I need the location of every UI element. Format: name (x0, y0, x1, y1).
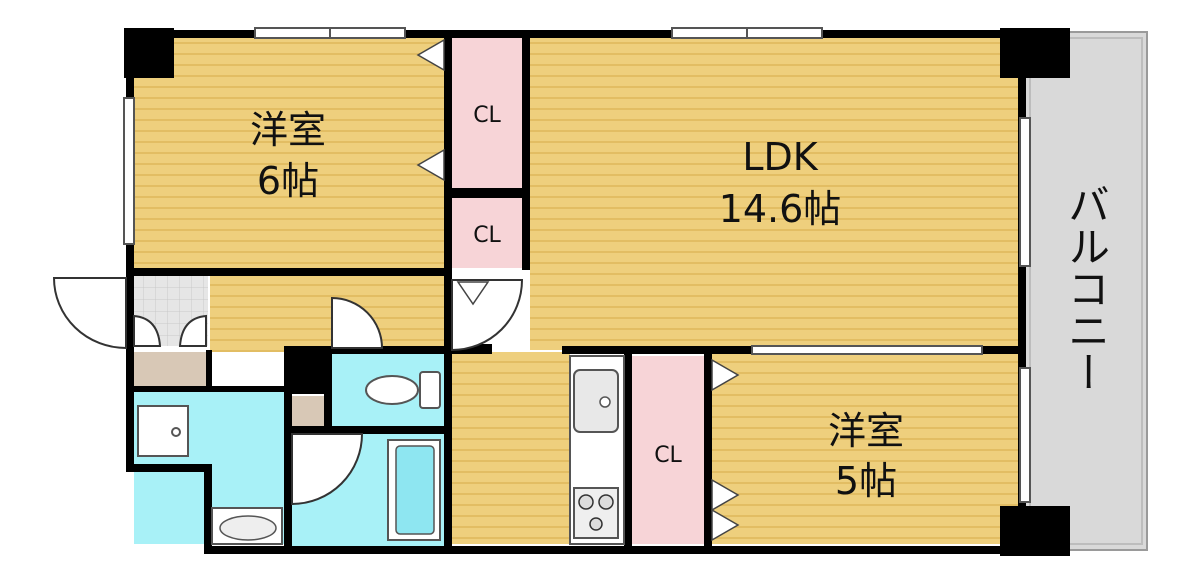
closet-2-fill (452, 198, 522, 268)
closet-3-fill (632, 356, 704, 544)
washing-machine (137, 405, 189, 457)
kitchen-counter (569, 355, 625, 545)
closet-1-label: CL (473, 103, 501, 128)
utility-box (290, 396, 324, 428)
balcony-area (1024, 31, 1148, 551)
wash-basin (211, 507, 283, 545)
shoe-cabinet (134, 352, 206, 386)
ldk-name: LDK (742, 135, 818, 179)
western-room-6-floor (134, 38, 444, 268)
closet-1-fill (452, 38, 522, 188)
doors (52, 277, 524, 506)
western-room-5-size: 5帖 (835, 459, 897, 503)
kitchen-floor (450, 352, 570, 544)
western-room-6-size: 6帖 (257, 159, 319, 203)
bathtub (387, 439, 441, 541)
toilet (365, 371, 441, 409)
ldk-size: 14.6帖 (719, 187, 842, 231)
sink (573, 369, 619, 433)
ldk-floor (530, 38, 1022, 350)
closet-3-label: CL (654, 443, 682, 468)
balcony-label: バルコニー (1062, 183, 1111, 393)
sliding-door-marks (416, 38, 740, 542)
closet-2-label: CL (473, 223, 501, 248)
walls (124, 28, 1070, 556)
western-room-5-name: 洋室 (828, 409, 904, 453)
western-room-5-floor (712, 354, 1024, 544)
western-room-6-name: 洋室 (250, 108, 326, 152)
hall-floor (210, 276, 444, 352)
